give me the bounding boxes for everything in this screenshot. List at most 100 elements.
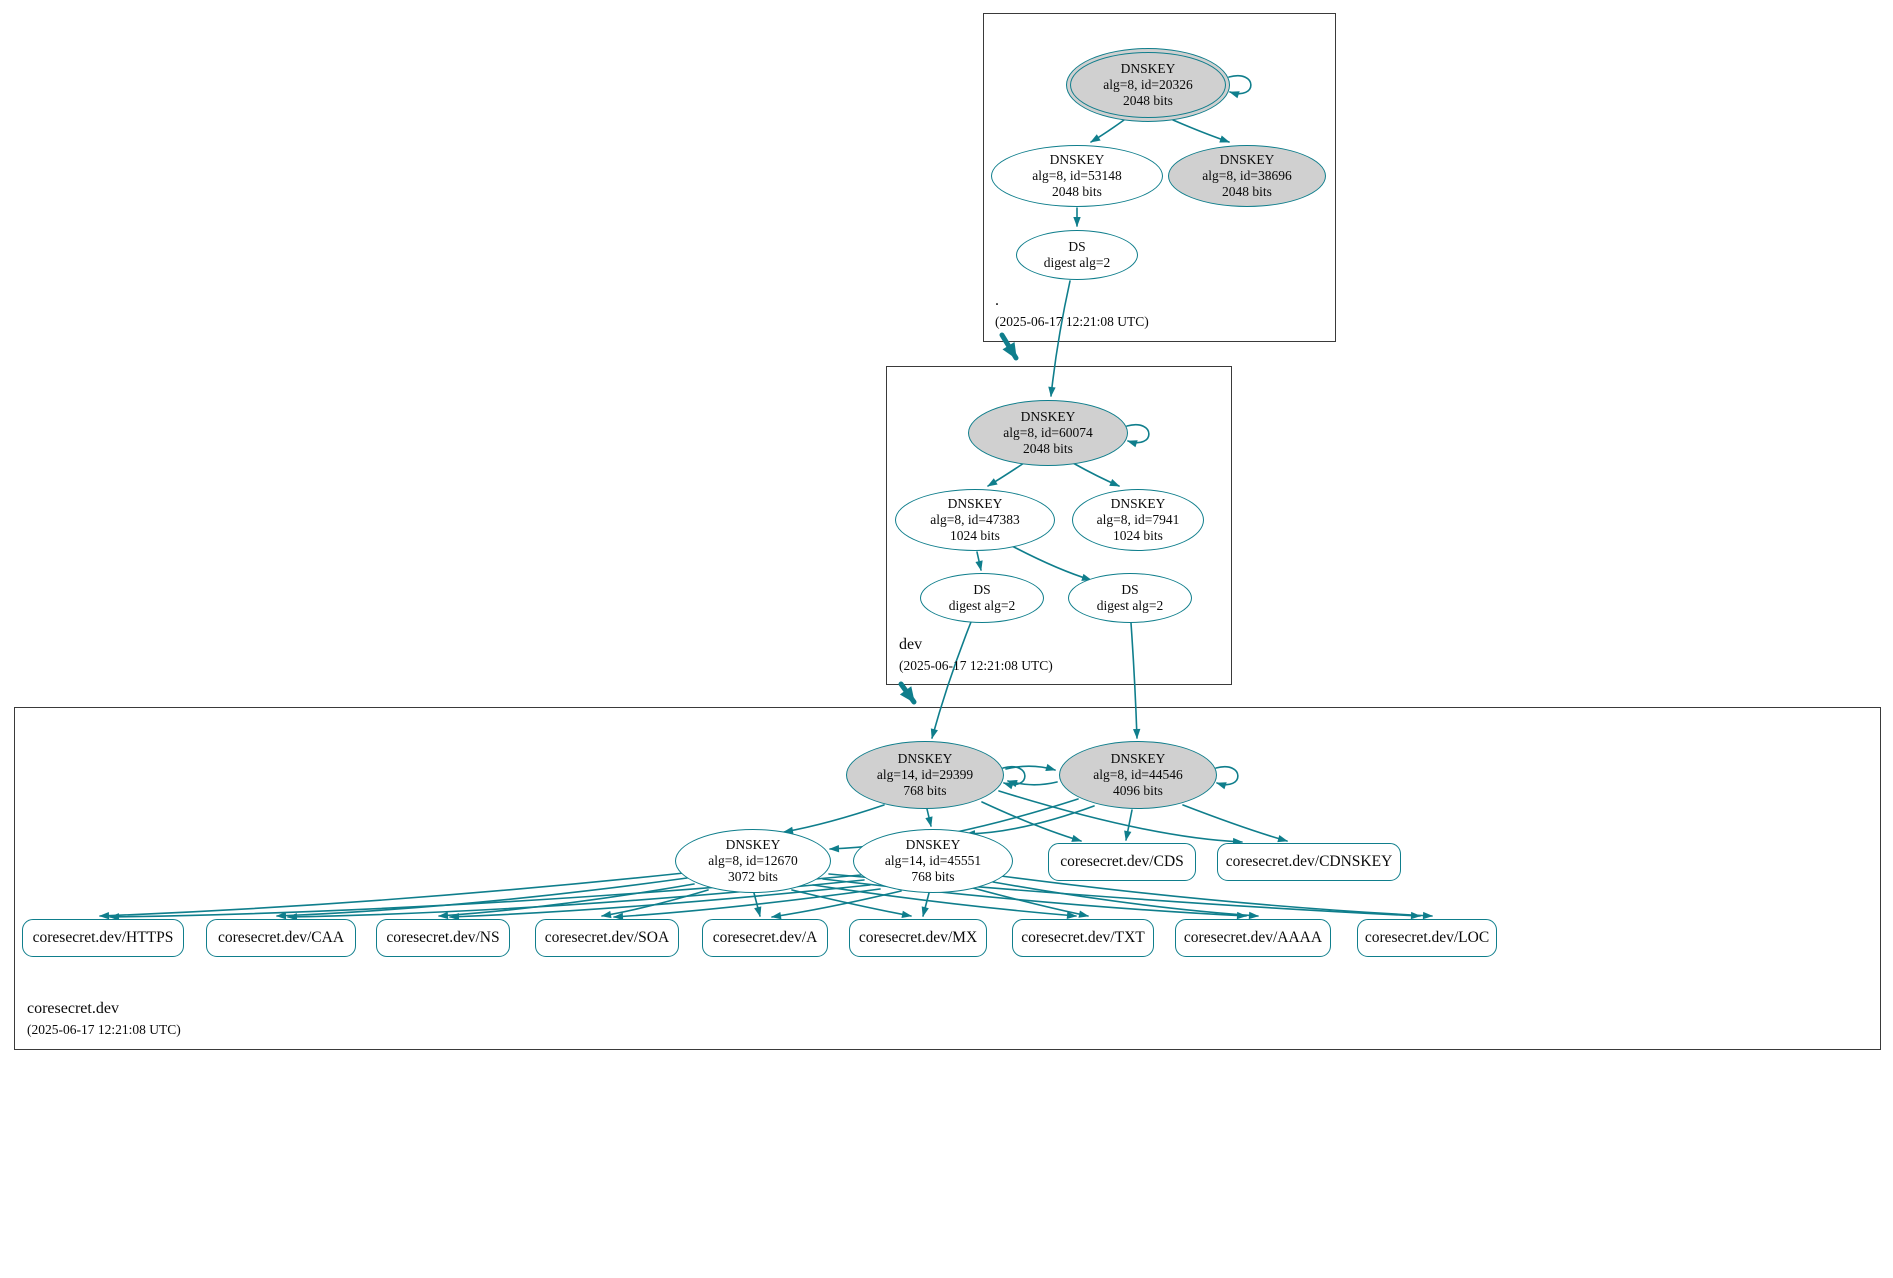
dev-zone-label: dev: [899, 636, 923, 653]
edge-dev-zsk1-to-ds1: [975, 551, 983, 571]
edge-dev-ds2-to-cs-ksk2: [1130, 622, 1141, 739]
node-size: 1024 bits: [1113, 528, 1163, 544]
edge-cs-zsk1-to-ns: [438, 883, 695, 920]
coresecret-ksk1-dnskey-node: DNSKEY alg=14, id=29399 768 bits: [846, 741, 1004, 809]
edge-cs-ksk1-to-zsk1: [783, 804, 885, 835]
root-ds-node: DS digest alg=2: [1016, 230, 1138, 280]
node-detail: alg=8, id=53148: [1032, 167, 1122, 183]
node-detail: alg=8, id=20326: [1103, 76, 1193, 92]
coresecret-zone-label: coresecret.dev: [27, 1000, 119, 1017]
dev-ds1-node: DS digest alg=2: [920, 573, 1044, 623]
node-size: 768 bits: [903, 783, 947, 799]
node-size: 2048 bits: [1023, 441, 1073, 457]
node-detail: digest alg=2: [1096, 598, 1164, 613]
coresecret-zsk2-dnskey-node: DNSKEY alg=14, id=45551 768 bits: [853, 829, 1013, 893]
coresecret-ksk2-dnskey-node: DNSKEY alg=8, id=44546 4096 bits: [1059, 741, 1217, 809]
edge-cs-ksk1-to-zsk2: [925, 808, 933, 827]
edge-root-ksk-to-ksk2: [1172, 119, 1230, 143]
node-type: DNSKEY: [1049, 151, 1105, 167]
root-zsk-dnskey-node: DNSKEY alg=8, id=53148 2048 bits: [991, 145, 1163, 207]
edge-cs-zsk2-to-aaaa: [992, 881, 1259, 920]
node-size: 2048 bits: [1222, 184, 1272, 200]
edge-cs-zsk1-to-mx: [791, 889, 912, 918]
node-type: DNSKEY: [1219, 151, 1275, 167]
node-detail: digest alg=2: [1043, 255, 1111, 270]
node-type: DNSKEY: [897, 750, 953, 766]
edge-cs-zsk2-to-loc: [1000, 875, 1433, 920]
edge-root-ksk-self: [1228, 74, 1252, 99]
edge-dev-ds1-to-cs-ksk1: [930, 621, 972, 739]
rrset-loc: coresecret.dev/LOC: [1357, 919, 1497, 957]
node-type: DNSKEY: [905, 836, 961, 852]
root-ksk-dnskey-node: DNSKEY alg=8, id=20326 2048 bits: [1066, 48, 1230, 122]
rrset-cds: coresecret.dev/CDS: [1048, 843, 1196, 881]
edge-cs-zsk2-to-ns: [449, 884, 871, 921]
rrset-https: coresecret.dev/HTTPS: [22, 919, 184, 957]
edge-cs-ksk2-to-zsk2: [965, 805, 1095, 838]
node-type: DS: [973, 581, 991, 597]
edge-cs-zsk2-to-txt: [972, 887, 1089, 918]
edge-cs-ksk2-self: [1215, 765, 1239, 790]
rrset-soa: coresecret.dev/SOA: [535, 919, 679, 957]
node-size: 2048 bits: [1123, 93, 1173, 109]
node-type: DS: [1068, 238, 1086, 254]
edge-cs-zsk2-to-soa: [613, 888, 881, 921]
edge-cs-ksk2-to-cds: [1124, 809, 1133, 841]
rrset-aaaa: coresecret.dev/AAAA: [1175, 919, 1331, 957]
edge-cs-ksk1-to-ksk2: [1005, 763, 1056, 772]
edge-cs-ksk2-to-ksk1: [1007, 779, 1058, 788]
edge-dev-ksk-self: [1126, 423, 1150, 448]
edge-cs-ksk2-to-cdnskey: [1182, 804, 1288, 843]
trust-anchor-ring: [1070, 52, 1226, 118]
rrset-mx: coresecret.dev/MX: [849, 919, 987, 957]
node-detail: alg=8, id=47383: [930, 511, 1020, 527]
coresecret-zsk1-dnskey-node: DNSKEY alg=8, id=12670 3072 bits: [675, 829, 831, 893]
dev-ksk-dnskey-node: DNSKEY alg=8, id=60074 2048 bits: [968, 400, 1128, 466]
edge-cs-ksk1-to-cdnskey: [998, 790, 1243, 846]
node-detail: alg=8, id=44546: [1093, 766, 1183, 782]
rrset-cdnskey: coresecret.dev/CDNSKEY: [1217, 843, 1401, 881]
dev-zone-timestamp: (2025-06-17 12:21:08 UTC): [899, 658, 1053, 673]
edge-cs-zsk1-to-caa: [276, 877, 688, 920]
node-detail: digest alg=2: [948, 598, 1016, 613]
edge-root-ksk-to-zsk: [1090, 119, 1125, 143]
node-size: 4096 bits: [1113, 783, 1163, 799]
zone-box-coresecret: [14, 707, 1881, 1050]
edge-cs-ksk1-to-cds: [981, 801, 1082, 842]
node-type: DNSKEY: [1020, 408, 1076, 424]
rrset-a: coresecret.dev/A: [702, 919, 828, 957]
node-type: DNSKEY: [947, 495, 1003, 511]
node-detail: alg=14, id=45551: [884, 852, 982, 868]
rrset-txt: coresecret.dev/TXT: [1012, 919, 1154, 957]
edge-delegation-dev-to-coresecret: [898, 681, 917, 705]
root-ksk2-dnskey-node: DNSKEY alg=8, id=38696 2048 bits: [1168, 145, 1326, 207]
edge-dev-zsk1-to-ds2: [1011, 545, 1092, 581]
dev-zsk1-dnskey-node: DNSKEY alg=8, id=47383 1024 bits: [895, 489, 1055, 551]
node-detail: alg=8, id=60074: [1003, 424, 1093, 440]
node-size: 3072 bits: [728, 869, 778, 885]
root-zone-timestamp: (2025-06-17 12:21:08 UTC): [995, 314, 1149, 329]
node-detail: alg=8, id=38696: [1202, 167, 1292, 183]
dev-zsk2-dnskey-node: DNSKEY alg=8, id=7941 1024 bits: [1072, 489, 1204, 551]
node-detail: alg=14, id=29399: [876, 766, 974, 782]
edge-dev-ksk-to-zsk2: [1072, 462, 1120, 487]
rrset-caa: coresecret.dev/CAA: [206, 919, 356, 957]
node-size: 768 bits: [911, 869, 955, 885]
edge-dev-ksk-to-zsk1: [987, 462, 1025, 487]
node-size: 1024 bits: [950, 528, 1000, 544]
node-detail: alg=8, id=12670: [708, 852, 798, 868]
rrset-ns: coresecret.dev/NS: [376, 919, 510, 957]
coresecret-zone-timestamp: (2025-06-17 12:21:08 UTC): [27, 1022, 181, 1037]
zone-box-root: [983, 13, 1336, 342]
edge-delegation-root-to-dev: [999, 332, 1019, 361]
edge-cs-zsk2-to-a: [771, 890, 902, 920]
edge-root-ds-to-dev-ksk: [1048, 280, 1071, 397]
edge-cs-zsk2-to-mx: [921, 892, 930, 917]
edge-cs-zsk1-to-https: [99, 872, 685, 920]
node-type: DNSKEY: [1120, 60, 1176, 76]
edge-cs-zsk1-to-txt: [812, 884, 1077, 919]
dev-ds2-node: DS digest alg=2: [1068, 573, 1192, 623]
zone-box-dev: [886, 366, 1232, 685]
node-type: DNSKEY: [1110, 495, 1166, 511]
